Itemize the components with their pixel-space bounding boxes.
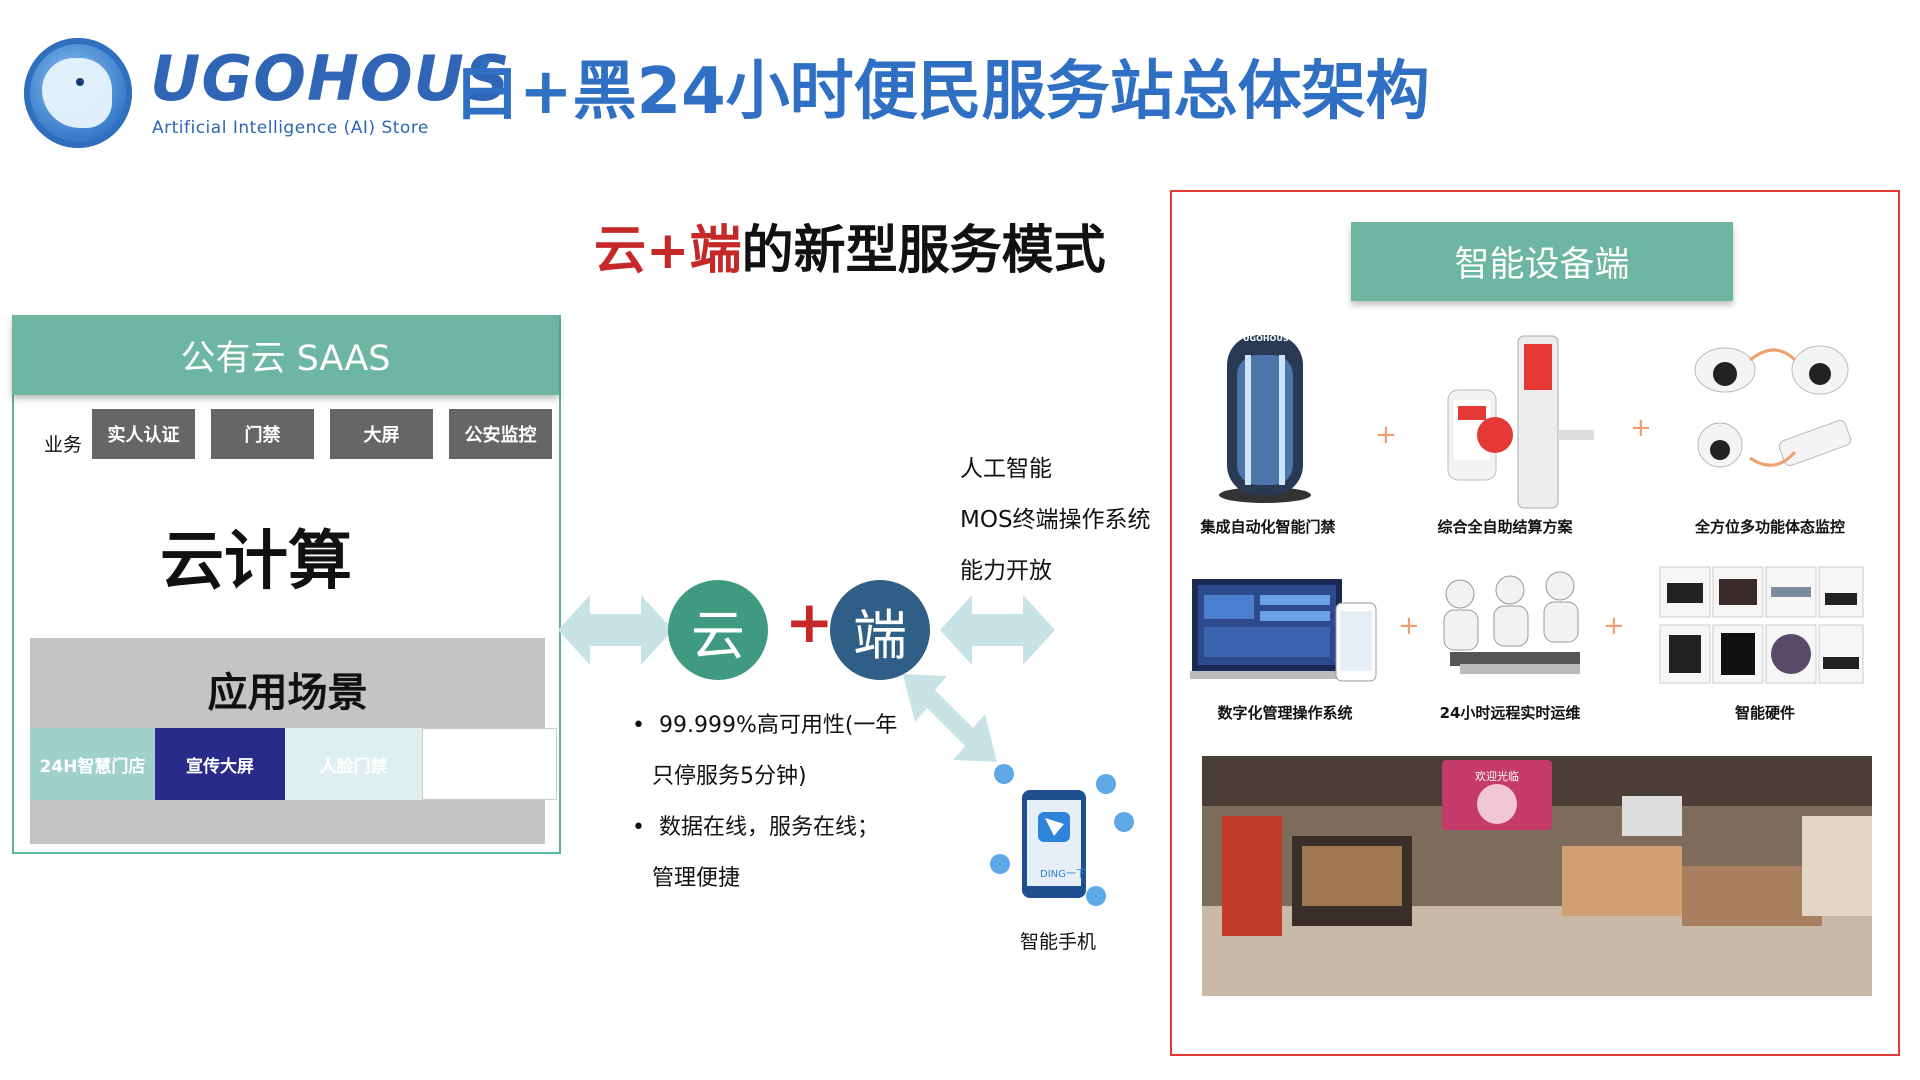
brand-tagline: Artificial Intelligence (AI) Store (152, 118, 429, 138)
phone-label: 智能手机 (1020, 931, 1097, 953)
plus-icon: + (1630, 413, 1652, 443)
ai-capabilities: 人工智能 MOS终端操作系统 能力开放 (960, 444, 1151, 597)
store-photo-drawing (1202, 756, 1872, 996)
smart-hardware-image (1659, 566, 1864, 684)
dolphin-eye (76, 78, 84, 86)
management-dashboard-image (1190, 579, 1377, 682)
bullet-item: • 数据在线，服务在线； (632, 815, 879, 840)
biz-item-identity: 实人认证 (92, 409, 195, 459)
device-label: 综合全自助结算方案 (1437, 518, 1573, 536)
double-arrow-left (558, 595, 673, 665)
plus-icon: + (1375, 420, 1397, 450)
bullet-continuation: 只停服务5分钟) (652, 764, 807, 789)
brand-name: UGOHOUS (150, 42, 511, 115)
page-title: 白+黑24小时便民服务站总体架构 (455, 55, 1430, 129)
smart-gate-image (1219, 335, 1311, 503)
double-arrow-diagonal (903, 674, 997, 762)
cloud-circle: 云 (668, 580, 768, 680)
device-label: 24小时远程实时运维 (1439, 704, 1581, 722)
plus-icon: + (1603, 611, 1625, 641)
biz-item-screen: 大屏 (330, 409, 433, 459)
terminal-circle: 端 (830, 580, 930, 680)
plus-sign: + (785, 588, 834, 656)
device-panel (1170, 190, 1900, 1056)
app-item-promo-screen: 宣传大屏 (155, 728, 285, 800)
ai-line: 能力开放 (960, 558, 1052, 584)
ai-line: 人工智能 (960, 456, 1052, 482)
dolphin-icon (42, 58, 112, 128)
double-arrow-right (940, 595, 1055, 665)
benefit-list: • 99.999%高可用性(一年 只停服务5分钟) • 数据在线，服务在线； 管… (632, 700, 897, 904)
gate-brand: UGOHOUS (1243, 334, 1289, 343)
logo-emblem (24, 38, 132, 148)
device-header: 智能设备端 (1351, 222, 1733, 301)
store-screen-text: 欢迎光临 (1475, 770, 1519, 783)
bullet-continuation: 管理便捷 (652, 866, 741, 891)
app-item-smart-store: 24H智慧门店 (30, 728, 155, 800)
biz-item-access: 门禁 (211, 409, 314, 459)
remote-ops-image (1443, 571, 1580, 674)
business-label: 业务 (44, 434, 83, 456)
application-title: 应用场景 (207, 670, 368, 716)
plus-icon: + (1398, 611, 1420, 641)
phone-screen-text: DING一下 (1040, 869, 1086, 880)
surveillance-cameras-image (1694, 345, 1852, 468)
device-label: 集成自动化智能门禁 (1200, 518, 1336, 536)
subtitle: 云+端的新型服务模式 (594, 225, 1106, 277)
cloud-computing-label: 云计算 (160, 525, 352, 599)
subtitle-rest: 的新型服务模式 (741, 221, 1106, 281)
biz-item-surveillance: 公安监控 (449, 409, 552, 459)
device-label: 全方位多功能体态监控 (1694, 518, 1845, 536)
device-label: 数字化管理操作系统 (1217, 704, 1353, 722)
bullet-item: • 99.999%高可用性(一年 (632, 713, 898, 738)
subtitle-highlight: 云+端 (594, 221, 742, 281)
self-checkout-image (1447, 335, 1594, 509)
app-item-face-access: 人脸门禁 (285, 728, 422, 800)
smartphone-icon (990, 764, 1134, 906)
store-interior-photo (1202, 756, 1872, 996)
ai-line: MOS终端操作系统 (960, 507, 1151, 533)
saas-header: 公有云 SAAS (12, 315, 559, 395)
device-label: 智能硬件 (1734, 704, 1795, 722)
app-item-empty (422, 728, 557, 800)
